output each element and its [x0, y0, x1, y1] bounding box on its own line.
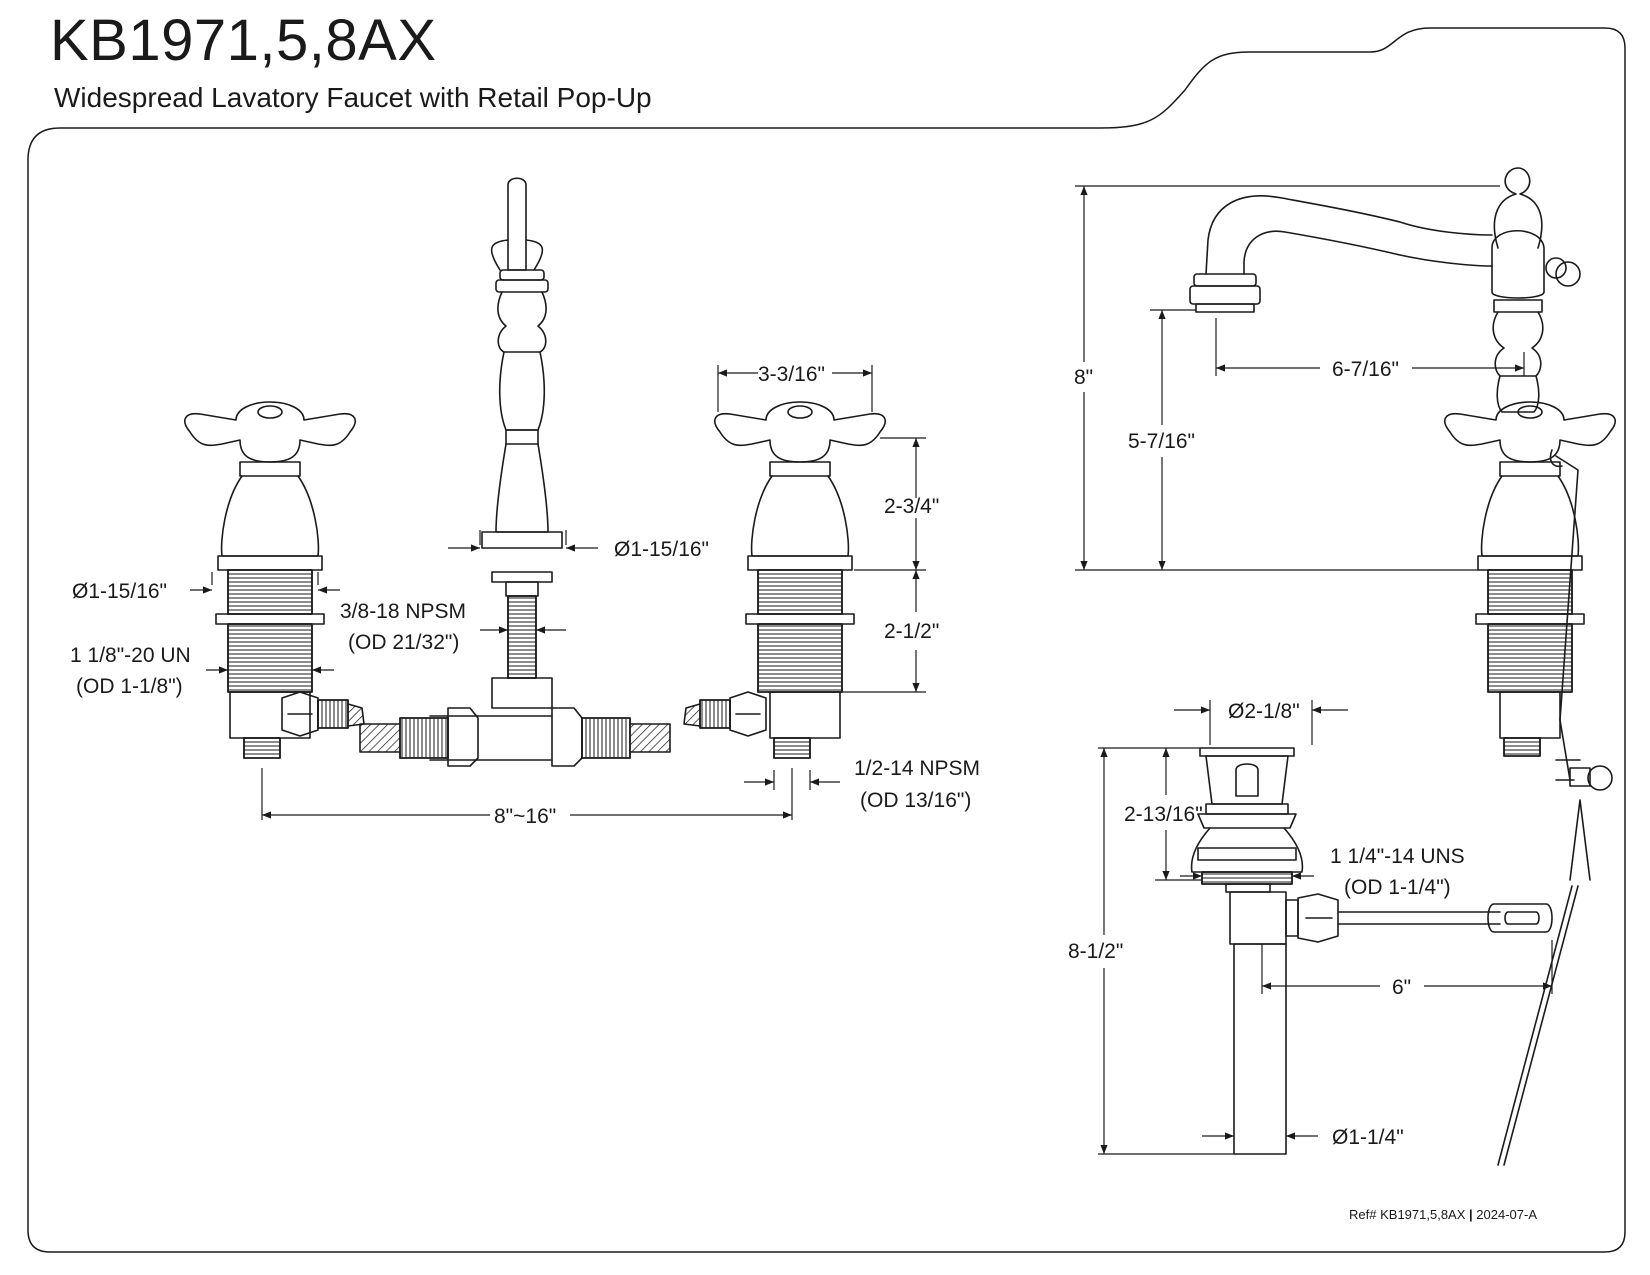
side-view-faucet — [1189, 167, 1616, 1166]
dim-spread: 8"~16" — [494, 805, 556, 828]
dim-drain-thread-od: (OD 1-1/4") — [1344, 876, 1451, 899]
dim-left-thread: 1 1/8"-20 UN — [70, 644, 191, 667]
reference-separator: | — [1469, 1207, 1473, 1222]
dim-left-thread-od: (OD 1-1/8") — [76, 675, 183, 698]
reference-footer: Ref# KB1971,5,8AX | 2024-07-A — [1349, 1207, 1537, 1222]
frame-border — [27, 27, 1626, 1253]
dim-tailpiece-diameter: Ø1-1/4" — [1332, 1126, 1404, 1149]
dim-spout-reach: 6-7/16" — [1332, 358, 1399, 381]
dim-handle-height: 2-3/4" — [884, 495, 939, 518]
product-description: Widespread Lavatory Faucet with Retail P… — [54, 82, 652, 113]
dim-flange-height: 2-13/16" — [1124, 803, 1203, 826]
reference-number: Ref# KB1971,5,8AX — [1349, 1207, 1466, 1222]
dim-rod-reach: 6" — [1392, 976, 1411, 999]
dim-left-handle-diameter: Ø1-15/16" — [72, 580, 167, 603]
dim-spout-diameter: Ø1-15/16" — [614, 538, 709, 561]
dim-shank-length: 2-1/2" — [884, 620, 939, 643]
dim-drain-thread: 1 1/4"-14 UNS — [1330, 845, 1465, 868]
right-handle-valve — [683, 401, 886, 759]
dim-drain-length: 8-1/2" — [1068, 940, 1123, 963]
dim-overall-height: 8" — [1074, 366, 1093, 389]
dim-flange-diameter: Ø2-1/8" — [1228, 700, 1300, 723]
dim-spout-thread-od: (OD 21/32") — [348, 631, 459, 654]
model-number: KB1971,5,8AX — [50, 8, 437, 73]
center-spout — [359, 177, 671, 767]
dim-spout-thread: 3/8-18 NPSM — [340, 600, 466, 623]
revision-code: 2024-07-A — [1476, 1207, 1537, 1222]
dim-supply-thread: 1/2-14 NPSM — [854, 757, 980, 780]
dim-spout-height: 5-7/16" — [1128, 430, 1195, 453]
left-handle-valve — [184, 401, 365, 759]
dim-supply-thread-od: (OD 13/16") — [860, 789, 971, 812]
drain-assembly — [1190, 747, 1553, 1155]
dim-handle-width: 3-3/16" — [758, 363, 825, 386]
